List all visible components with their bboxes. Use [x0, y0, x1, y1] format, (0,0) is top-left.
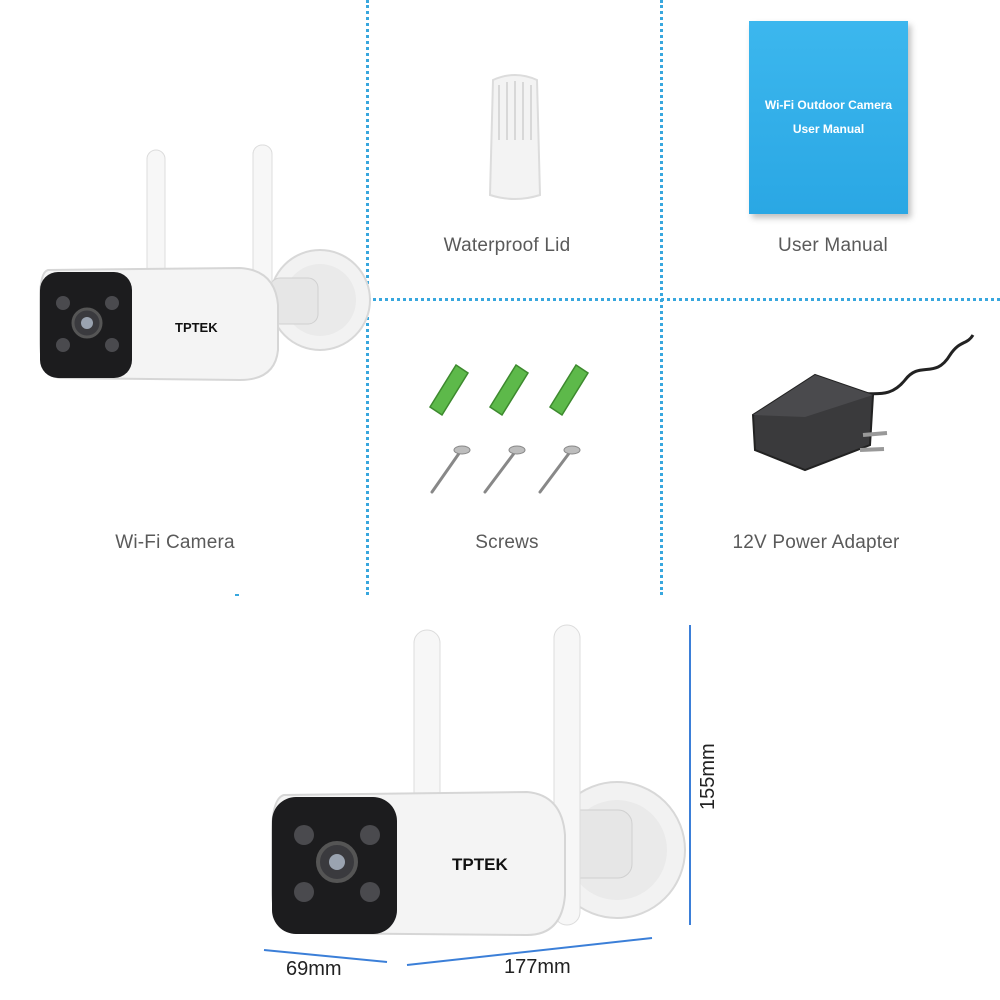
camera-caption: Wi-Fi Camera	[115, 532, 235, 553]
power-adapter-image	[751, 334, 975, 472]
manual-cover-line2: User Manual	[792, 122, 865, 136]
brand-logo: TPTEK	[175, 320, 218, 335]
screws-caption: Screws	[475, 532, 539, 553]
divider-vertical-right	[660, 0, 663, 595]
brand-logo-large: TPTEK	[452, 855, 508, 874]
camera-image: TPTEK	[39, 144, 371, 382]
manual-cover-line1: Wi-Fi Outdoor Camera	[764, 98, 893, 112]
user-manual-image: Wi-Fi Outdoor Camera User Manual	[749, 21, 908, 214]
screws-image	[428, 363, 590, 494]
camera-large-image: TPTEK	[263, 624, 691, 966]
length-dimension: 177mm	[504, 956, 571, 978]
height-dimension: 155mm	[697, 743, 719, 810]
divider-horizontal	[368, 298, 1000, 301]
depth-dimension: 69mm	[286, 958, 342, 980]
adapter-caption: 12V Power Adapter	[732, 532, 900, 553]
lid-caption: Waterproof Lid	[443, 235, 571, 256]
manual-caption: User Manual	[778, 235, 888, 256]
decorative-mark	[235, 594, 239, 596]
waterproof-lid-image	[488, 74, 542, 200]
